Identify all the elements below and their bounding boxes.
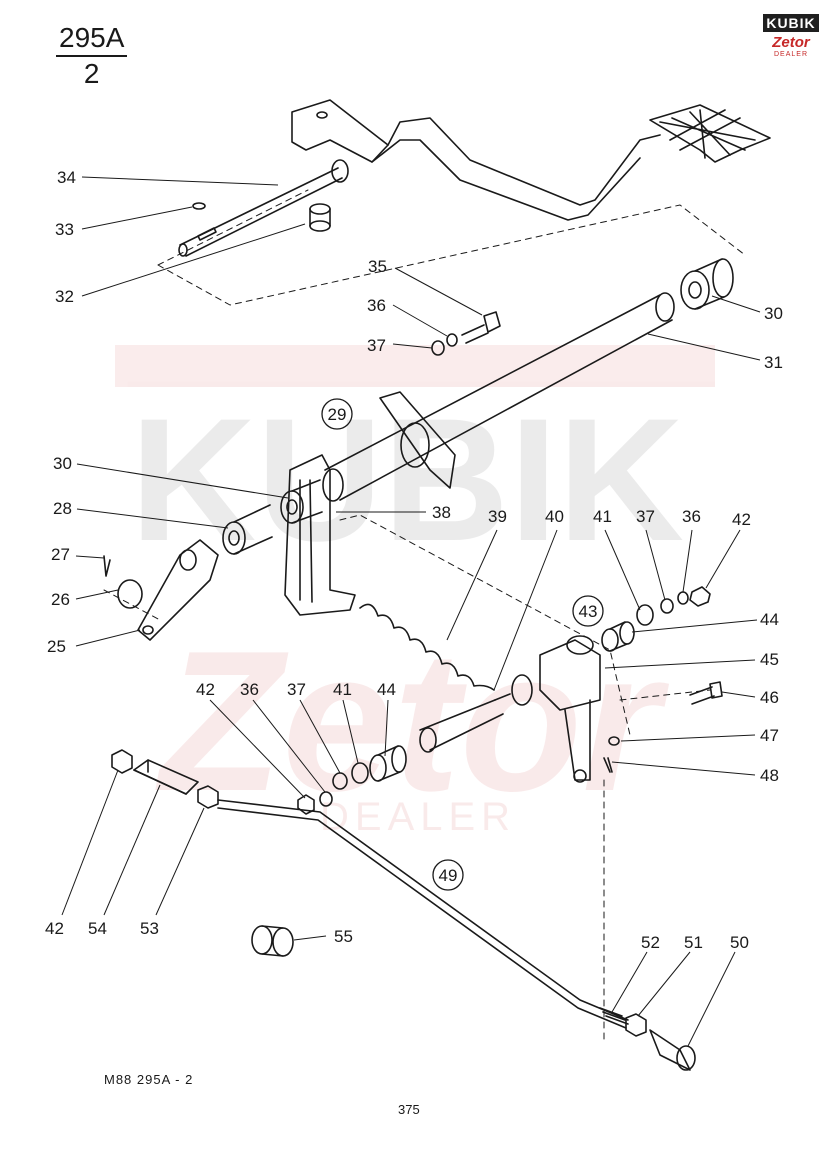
lever-25	[137, 539, 219, 641]
bush-55	[251, 925, 294, 957]
callout-39: 39	[488, 507, 507, 526]
pin-27	[103, 555, 111, 577]
callout-36-top: 36	[367, 296, 386, 315]
bracket-plate	[379, 391, 456, 489]
pedal-shaft	[178, 159, 349, 257]
callout-41-right: 41	[593, 507, 612, 526]
spring-39	[359, 603, 495, 691]
drawing-code: M88 295A - 2	[104, 1072, 194, 1087]
leader-lines	[61, 176, 761, 1047]
watermark-zetor: Zetor	[155, 610, 669, 833]
callout-30-top: 30	[764, 304, 783, 323]
logo-dealer: DEALER	[773, 51, 808, 58]
callout-48: 48	[760, 766, 779, 785]
nut-42-lower	[297, 794, 315, 815]
callout-41-lower: 41	[333, 680, 352, 699]
main-shaft	[322, 292, 675, 502]
pin-33	[192, 202, 206, 210]
nut-53	[197, 785, 219, 809]
callout-44-right: 44	[760, 610, 779, 629]
group-43: 43	[572, 595, 604, 627]
callout-31: 31	[764, 353, 783, 372]
sheet-number: 295A 2	[56, 24, 128, 89]
callout-37-top: 37	[367, 336, 386, 355]
rod-49	[217, 799, 629, 1029]
sheet-number-sub: 2	[83, 58, 100, 89]
callout-42-right: 42	[732, 510, 751, 529]
page-number: 375	[398, 1102, 420, 1117]
callout-28: 28	[53, 499, 72, 518]
callouts: 34 33 32 35 36 37 30 31 30 28 38 39 40 4…	[45, 168, 783, 952]
callout-52: 52	[641, 933, 660, 952]
split-pin-48	[603, 757, 613, 773]
nut-51	[625, 1013, 647, 1037]
callout-37-lower: 37	[287, 680, 306, 699]
bracket-38	[284, 454, 356, 616]
group-49-label: 49	[439, 866, 458, 885]
group-49: 49	[432, 859, 464, 891]
bush-44-right	[601, 621, 635, 652]
group-29: 29	[321, 398, 353, 430]
bush-30-top	[680, 258, 734, 310]
ring-26	[117, 579, 143, 609]
callout-34: 34	[57, 168, 76, 187]
callout-27: 27	[51, 545, 70, 564]
callout-50: 50	[730, 933, 749, 952]
callout-42-lower: 42	[196, 680, 215, 699]
logo-brand-zetor: Zetor	[772, 34, 810, 51]
watermark-kubik: KUBIK	[130, 383, 684, 578]
bush-32	[309, 203, 331, 232]
sheet-number-main: 295A	[56, 24, 128, 57]
logo-brand-kubik: KUBIK	[763, 14, 819, 32]
watermark-dealer: DEALER	[320, 795, 516, 839]
washer-37-right	[660, 598, 674, 614]
bush-44-lower	[369, 745, 407, 782]
callout-46: 46	[760, 688, 779, 707]
sleeve-54	[133, 759, 199, 795]
callout-36-right: 36	[682, 507, 701, 526]
washer-41-lower	[351, 762, 369, 784]
callout-45: 45	[760, 650, 779, 669]
callout-51: 51	[684, 933, 703, 952]
callout-54: 54	[88, 919, 107, 938]
dealer-logo: KUBIK Zetor DEALER	[763, 14, 819, 60]
callout-47: 47	[760, 726, 779, 745]
rod-40	[419, 693, 511, 753]
callout-42-left: 42	[45, 919, 64, 938]
bush-28	[222, 504, 273, 555]
callout-36-lower: 36	[240, 680, 259, 699]
bolt-35	[461, 311, 501, 344]
callout-37-right: 37	[636, 507, 655, 526]
callout-26: 26	[51, 590, 70, 609]
callout-25: 25	[47, 637, 66, 656]
pedal-lever	[291, 99, 771, 221]
callout-40: 40	[545, 507, 564, 526]
callout-30-left: 30	[53, 454, 72, 473]
washer-47	[608, 736, 620, 746]
washer-36-lower	[319, 791, 333, 807]
bush-30-left	[280, 479, 323, 524]
group-43-label: 43	[579, 602, 598, 621]
watermark: KUBIK Zetor DEALER	[115, 345, 715, 839]
callout-35: 35	[368, 257, 387, 276]
callout-38: 38	[432, 503, 451, 522]
callout-33: 33	[55, 220, 74, 239]
pin-46	[689, 681, 723, 705]
callout-32: 32	[55, 287, 74, 306]
callout-53: 53	[140, 919, 159, 938]
nut-42-left	[111, 749, 133, 774]
callout-44-lower: 44	[377, 680, 396, 699]
clevis-50	[649, 1029, 696, 1071]
washer-41-right	[636, 604, 654, 626]
lever-assembly-43	[511, 635, 601, 783]
callout-55: 55	[334, 927, 353, 946]
washer-36-right	[677, 591, 689, 605]
washer-36-top	[446, 333, 458, 347]
group-29-label: 29	[328, 405, 347, 424]
nut-42-right	[689, 586, 711, 607]
